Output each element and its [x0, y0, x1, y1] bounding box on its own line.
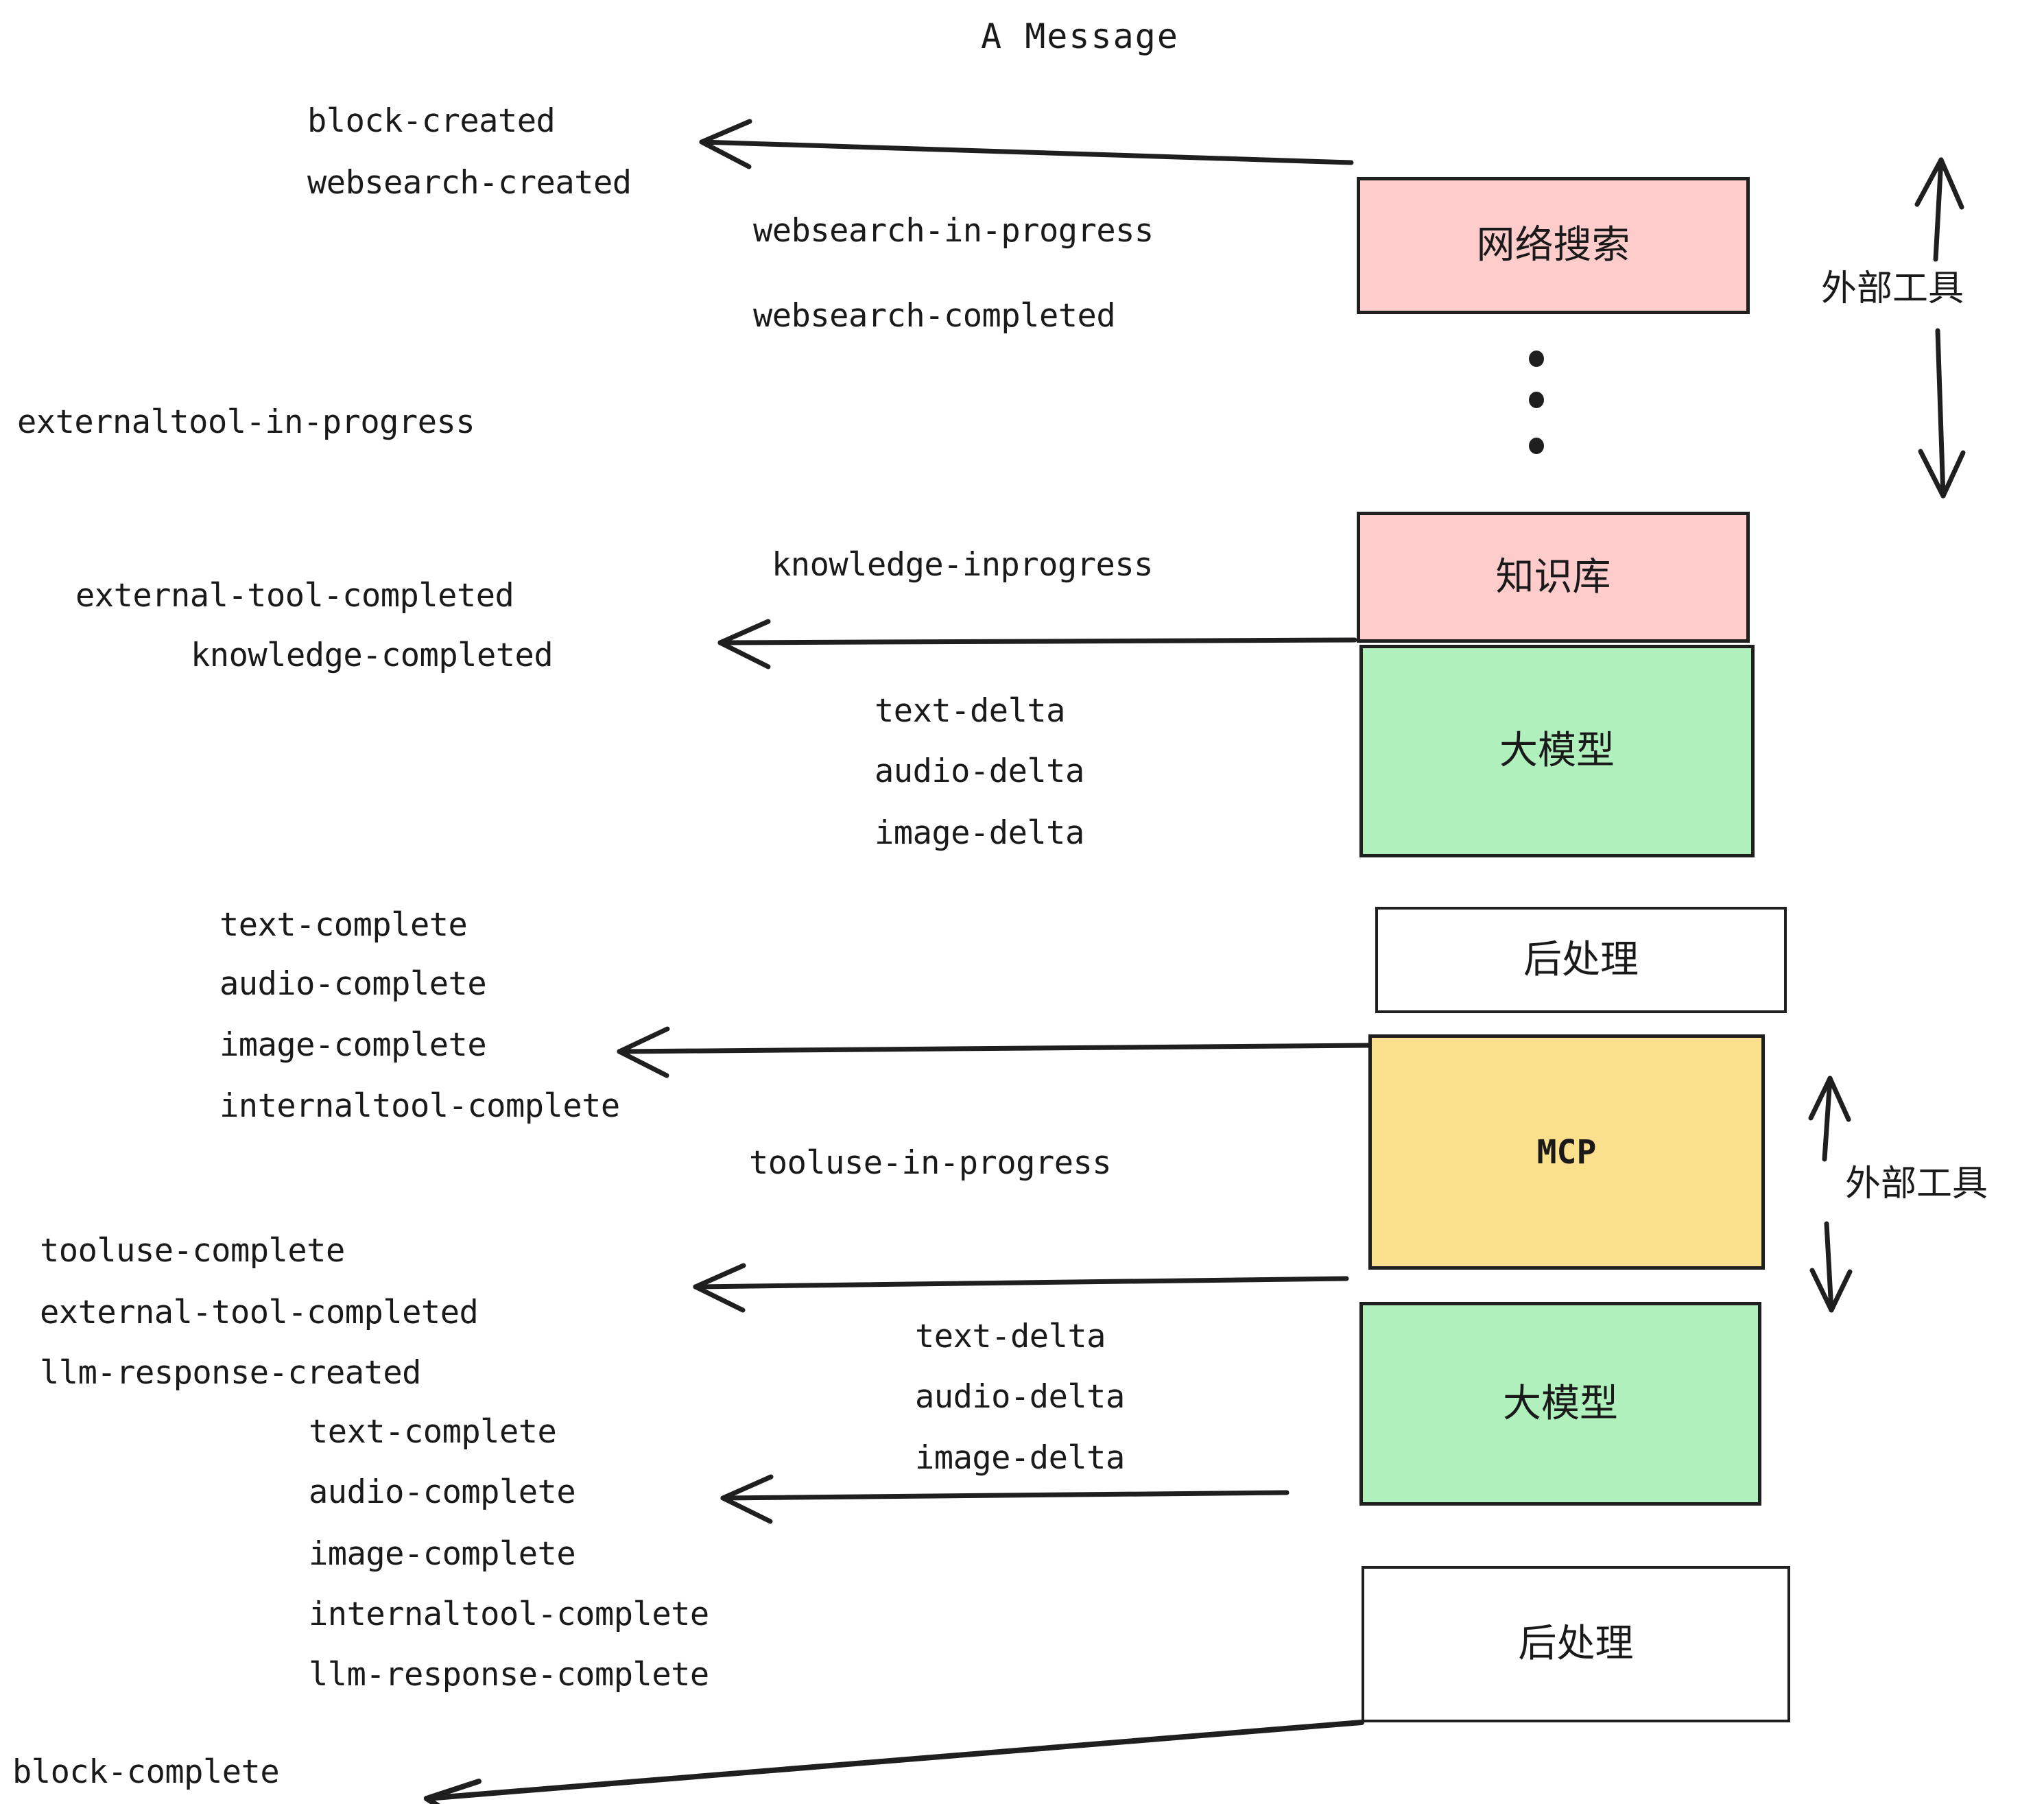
arrow-websearch-to-events	[699, 119, 1354, 169]
external-tool-label-top: 外部工具	[1821, 268, 1964, 309]
ellipsis-dot-1	[1529, 351, 1544, 367]
node-mcp-label: MCP	[1536, 1132, 1597, 1172]
node-postprocess-1[interactable]: 后处理	[1375, 907, 1787, 1013]
event-websearch-in-progress: websearch-in-progress	[753, 212, 1154, 250]
node-llm-1-label: 大模型	[1499, 728, 1615, 773]
event-externaltool-in-progress: externaltool-in-progress	[17, 403, 475, 441]
arrow-mcp-to-image-complete	[617, 1026, 1371, 1078]
node-llm-2-label: 大模型	[1503, 1381, 1618, 1426]
event-llm-response-complete: llm-response-complete	[309, 1656, 709, 1694]
event-block-created: block-created	[307, 102, 556, 140]
event-websearch-completed: websearch-completed	[753, 297, 1116, 335]
ellipsis-dot-2	[1529, 392, 1544, 408]
event-audio-delta-1: audio-delta	[875, 752, 1084, 790]
event-image-delta-1: image-delta	[875, 814, 1084, 852]
ellipsis-dot-3	[1529, 438, 1544, 454]
event-external-tool-completed-1: external-tool-completed	[75, 577, 514, 615]
external-tool-bracket-top	[1914, 157, 1966, 499]
event-text-delta-2: text-delta	[915, 1318, 1106, 1355]
arrow-mcp-to-tooluse-complete	[693, 1263, 1349, 1313]
event-internaltool-complete-2: internaltool-complete	[309, 1595, 709, 1633]
event-knowledge-inprogress: knowledge-inprogress	[772, 546, 1153, 584]
node-websearch-label: 网络搜索	[1476, 223, 1630, 268]
node-postprocess-2[interactable]: 后处理	[1362, 1566, 1790, 1722]
event-external-tool-completed-2: external-tool-completed	[40, 1294, 479, 1331]
event-audio-delta-2: audio-delta	[915, 1378, 1125, 1416]
external-tool-bracket-bottom	[1808, 1076, 1853, 1313]
external-tool-label-bottom: 外部工具	[1845, 1163, 1988, 1204]
event-image-delta-2: image-delta	[915, 1439, 1125, 1477]
node-mcp[interactable]: MCP	[1368, 1034, 1765, 1270]
event-text-delta-1: text-delta	[875, 692, 1065, 730]
event-image-complete-2: image-complete	[309, 1535, 576, 1573]
event-tooluse-in-progress: tooluse-in-progress	[749, 1144, 1112, 1182]
node-llm-1[interactable]: 大模型	[1359, 645, 1755, 857]
arrow-postproc-to-block-complete	[424, 1720, 1364, 1804]
event-tooluse-complete: tooluse-complete	[40, 1232, 345, 1270]
event-text-complete-2: text-complete	[309, 1413, 557, 1451]
event-block-complete: block-complete	[12, 1753, 280, 1791]
event-internaltool-complete-1: internaltool-complete	[219, 1087, 620, 1125]
arrow-knowledge-to-events	[717, 619, 1357, 669]
node-knowledge[interactable]: 知识库	[1357, 512, 1750, 643]
event-websearch-created: websearch-created	[307, 164, 632, 202]
node-llm-2[interactable]: 大模型	[1359, 1302, 1761, 1506]
node-postprocess-1-label: 后处理	[1523, 937, 1639, 982]
node-websearch[interactable]: 网络搜索	[1357, 177, 1750, 314]
event-audio-complete-2: audio-complete	[309, 1473, 576, 1511]
node-knowledge-label: 知识库	[1495, 554, 1611, 600]
event-llm-response-created: llm-response-created	[40, 1354, 421, 1392]
event-audio-complete-1: audio-complete	[219, 965, 487, 1003]
page-title: A Message	[981, 16, 1179, 56]
node-postprocess-2-label: 后处理	[1518, 1622, 1634, 1666]
event-image-complete-1: image-complete	[219, 1026, 487, 1064]
event-text-complete-1: text-complete	[219, 906, 468, 944]
arrow-llm2-to-audio-complete	[720, 1474, 1290, 1524]
event-knowledge-completed: knowledge-completed	[191, 637, 554, 674]
